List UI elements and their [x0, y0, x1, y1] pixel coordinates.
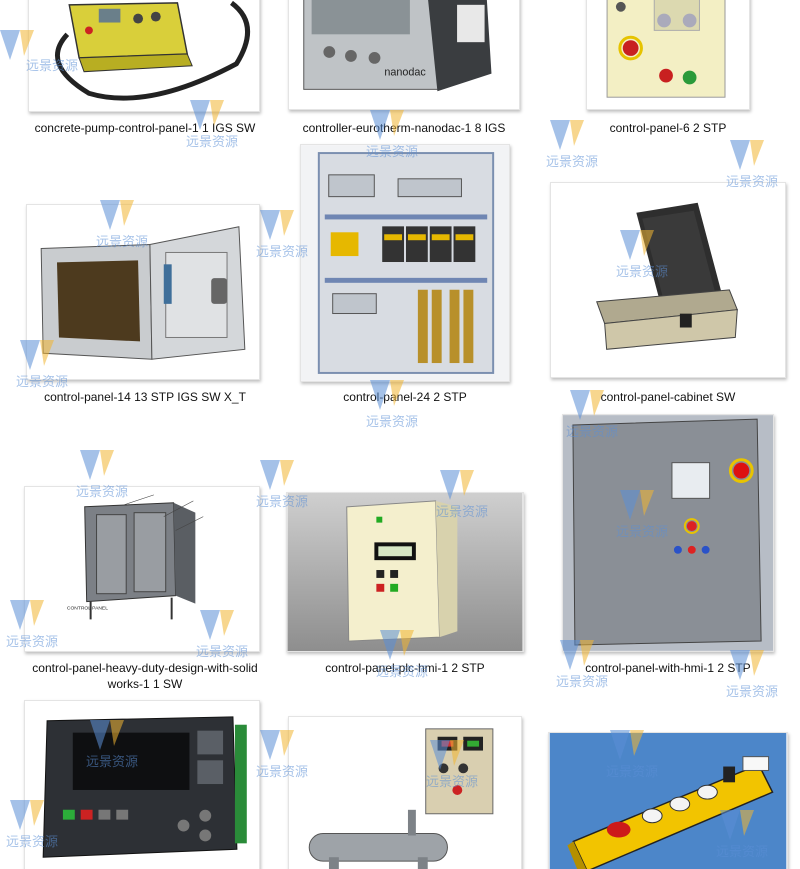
- control-panel-24-thumbnail[interactable]: [300, 144, 510, 382]
- watermark-logo-icon: 远景资源: [546, 120, 598, 170]
- file-name-label: control-panel-6 2 STP: [609, 121, 727, 135]
- heater-control-box-thumbnail[interactable]: [288, 716, 522, 869]
- file-name-label: controller-eurotherm-nanodac-1 8 IGS: [302, 121, 506, 135]
- nanodac-controller-thumbnail[interactable]: nanodac: [288, 0, 520, 110]
- hmi-controller-thumbnail[interactable]: [24, 700, 260, 869]
- svg-text:远景资源: 远景资源: [726, 685, 778, 700]
- watermark-logo-icon: 远景资源: [726, 140, 778, 190]
- file-name-label: concrete-pump-control-panel-1 1 IGS SW: [34, 121, 256, 135]
- file-name-label: control-panel-with-hmi-1 2 STP: [585, 661, 751, 675]
- file-name-label: control-panel-heavy-duty-design-with-sol…: [32, 661, 258, 691]
- file-name-label: control-panel-14 13 STP IGS SW X_T: [44, 390, 246, 404]
- pendant-push-button-station-thumbnail[interactable]: [548, 732, 788, 869]
- brand-text: nanodac: [384, 67, 426, 79]
- svg-text:远景资源: 远景资源: [186, 135, 238, 150]
- svg-text:远景资源: 远景资源: [556, 675, 608, 690]
- control-panel-cabinet-thumbnail[interactable]: [550, 182, 786, 378]
- concrete-pump-control-panel-thumbnail[interactable]: [28, 0, 260, 112]
- file-name-label: control-panel-24 2 STP: [343, 390, 467, 404]
- control-panel-14-thumbnail[interactable]: [26, 204, 260, 380]
- file-name-label: control-panel-cabinet SW: [600, 390, 736, 404]
- control-panel-heavy-duty-thumbnail[interactable]: CONTROL PANEL: [24, 486, 260, 652]
- control-panel-6-thumbnail[interactable]: [586, 0, 750, 110]
- control-panel-with-hmi-thumbnail[interactable]: [562, 414, 774, 652]
- svg-text:远景资源: 远景资源: [366, 415, 418, 430]
- svg-text:远景资源: 远景资源: [546, 155, 598, 170]
- drawing-label: CONTROL PANEL: [67, 606, 108, 612]
- file-name-label: control-panel-plc-hmi-1 2 STP: [325, 661, 485, 675]
- control-panel-plc-hmi-thumbnail[interactable]: [286, 492, 524, 652]
